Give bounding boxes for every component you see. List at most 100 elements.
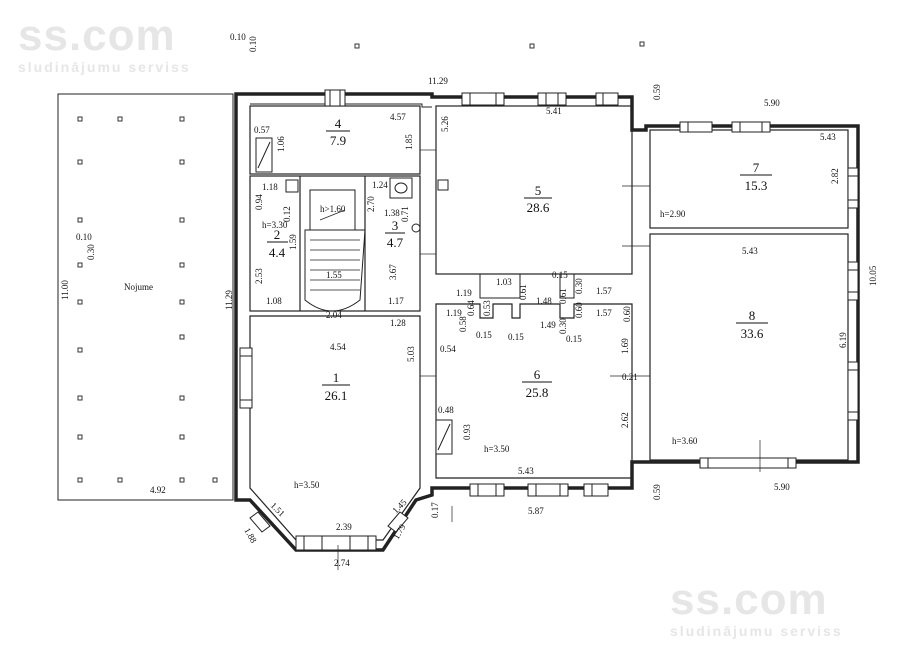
dim-label: 0.60: [574, 302, 584, 318]
stair-label: h>1.60: [320, 204, 346, 214]
height-label: h=3.60: [672, 436, 698, 446]
dimension-ticks: [337, 149, 761, 570]
room-area: 25.8: [526, 385, 549, 400]
dim-label: 0.61: [558, 288, 568, 304]
room-heights: h=3.50 h=3.30 h=3.50 h=2.90 h=3.60 h>1.6…: [262, 204, 698, 490]
room-area: 15.3: [745, 178, 768, 193]
dim-label: 3.67: [388, 264, 398, 280]
dim-label: 0.53: [482, 300, 492, 316]
dim-label: 5.43: [518, 466, 534, 476]
dim-label: 0.48: [438, 405, 454, 415]
watermark-brand: ss.com: [18, 11, 176, 60]
dim-label: 0.30: [574, 278, 584, 294]
dim-label: 5.43: [820, 132, 836, 142]
dim-label: 0.21: [622, 372, 638, 382]
dim-label: 5.26: [440, 116, 450, 132]
dim-label: 1.18: [262, 182, 278, 192]
room-1-walls: [249, 315, 421, 541]
dim-label: 1.55: [326, 270, 342, 280]
dim-label: 2.39: [336, 522, 352, 532]
watermark-top: ss.com sludinājumu serviss: [18, 11, 191, 75]
dim-label: 1.06: [276, 136, 286, 152]
dim-label: 5.41: [546, 106, 562, 116]
ref-markers: [354, 41, 645, 49]
dim-label: 0.64: [466, 300, 476, 316]
dim-label: 4.92: [150, 485, 166, 495]
dim-label: 0.58: [458, 316, 468, 332]
dim-label: 2.82: [830, 168, 840, 184]
room-area: 28.6: [527, 200, 550, 215]
dim-label: 0.30: [86, 244, 96, 260]
dim-label: 5.03: [406, 346, 416, 362]
dim-label: 1.49: [540, 320, 556, 330]
room-number: 8: [749, 308, 756, 323]
room-5-walls: [435, 105, 633, 275]
dim-label: 1.51: [269, 500, 287, 518]
dim-label: 10.05: [868, 265, 878, 286]
room-number: 5: [535, 183, 542, 198]
watermark-brand: ss.com: [670, 575, 828, 624]
height-label: h=3.50: [294, 480, 320, 490]
fixtures: [255, 137, 453, 455]
room-number: 2: [274, 227, 281, 242]
room-number: 6: [534, 367, 541, 382]
dim-label: 0.12: [282, 206, 292, 222]
room-number: 7: [753, 160, 760, 175]
dim-label: 2.04: [326, 310, 342, 320]
dim-label: 0.15: [566, 334, 582, 344]
dim-label: 0.30: [558, 318, 568, 334]
sink-icon: [285, 179, 299, 193]
dim-label: 4.57: [390, 112, 406, 122]
dim-label: 0.59: [652, 484, 662, 500]
room-6-walls: [435, 303, 633, 479]
dim-label: 2.70: [366, 196, 376, 212]
room-number: 1: [333, 370, 340, 385]
dim-label: 1.85: [404, 134, 414, 150]
dim-label: 0.10: [76, 232, 92, 242]
terrace-posts: [77, 116, 218, 483]
dim-label: 0.61: [518, 284, 528, 300]
dim-label: 0.93: [462, 424, 472, 440]
dim-label: 1.88: [242, 526, 259, 545]
windows: [239, 89, 859, 551]
dim-label: 1.28: [390, 318, 406, 328]
room-area: 4.4: [269, 245, 286, 260]
dim-label: 0.15: [476, 330, 492, 340]
dim-label: 1.19: [456, 288, 472, 298]
dim-label: 2.62: [620, 412, 630, 428]
dim-label: 2.74: [334, 558, 350, 568]
room-area: 26.1: [325, 388, 348, 403]
dim-label: 0.15: [508, 332, 524, 342]
watermark-tagline: sludinājumu serviss: [670, 623, 843, 639]
dim-label: 0.71: [400, 206, 410, 222]
dim-label: 0.10: [230, 32, 246, 42]
dim-label: 4.54: [330, 342, 346, 352]
dim-label: 2.53: [254, 268, 264, 284]
room-8-walls: [649, 233, 849, 461]
dim-label: 1.17: [388, 296, 404, 306]
watermark-bottom: ss.com sludinājumu serviss: [670, 575, 843, 639]
dim-label: 1.03: [496, 277, 512, 287]
dim-label: 0.59: [652, 84, 662, 100]
watermark-tagline: sludinājumu serviss: [18, 59, 191, 75]
dim-label: 0.17: [430, 502, 440, 518]
dim-label: 1.08: [266, 296, 282, 306]
height-label: h=3.30: [262, 220, 288, 230]
dim-label: 1.59: [288, 234, 298, 250]
terrace-labels: Nojume 4.92 0.10 11.00 0.30 11.29: [60, 232, 234, 495]
dim-label: 1.57: [596, 286, 612, 296]
dim-label: 5.87: [528, 506, 544, 516]
dim-label: 5.43: [742, 246, 758, 256]
dim-label: 11.00: [60, 280, 70, 300]
dim-label: 1.19: [446, 308, 462, 318]
vent-icon: [411, 223, 421, 233]
terrace: [57, 93, 234, 501]
dim-label: 1.24: [372, 180, 388, 190]
dim-label: 11.29: [428, 76, 448, 86]
terrace-label: Nojume: [124, 282, 153, 292]
dim-label: 0.60: [622, 306, 632, 322]
dim-label: 0.94: [254, 194, 264, 210]
dim-label: 5.90: [774, 482, 790, 492]
dim-label: 0.54: [440, 344, 456, 354]
